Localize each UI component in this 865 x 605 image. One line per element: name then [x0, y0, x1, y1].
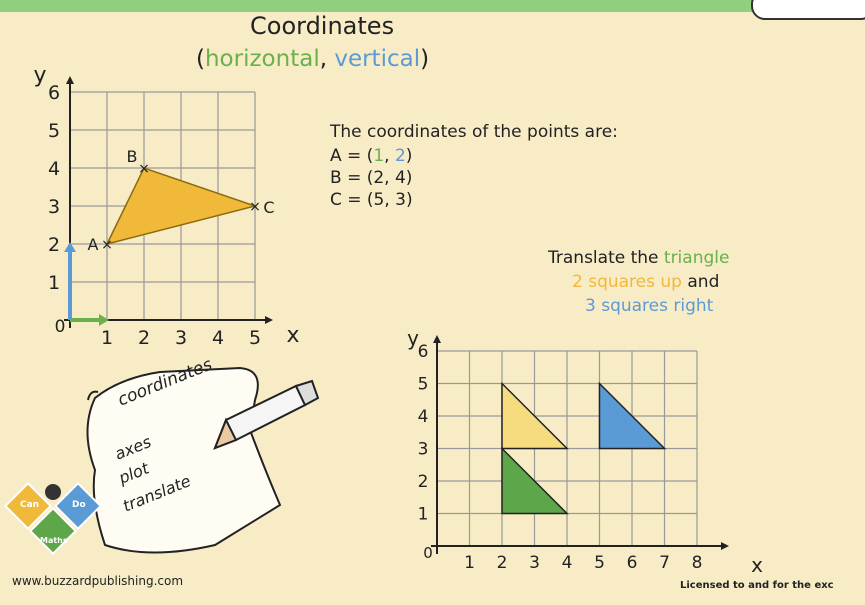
logo-word-do: Do [72, 500, 86, 510]
y-tick-label: 1 [48, 272, 60, 294]
y-tick-label: 2 [48, 234, 60, 256]
origin-label: 0 [423, 544, 433, 562]
footer-license: Licensed to and for the exc [680, 580, 834, 591]
y-tick-label: 3 [48, 196, 60, 218]
x-axis-label: x [286, 323, 299, 348]
translate-line-1: Translate the triangle [548, 248, 730, 268]
point-label-c: C [263, 198, 274, 217]
point-label-a: A [88, 235, 99, 254]
corner-tab [751, 0, 865, 20]
coord-a: A = (1, 2) [330, 146, 413, 166]
page-title: Coordinates [250, 12, 395, 40]
x-tick-label: 2 [138, 327, 150, 349]
y-tick-label: 4 [418, 407, 429, 427]
x-tick-label: 8 [692, 553, 703, 573]
coord-b: B = (2, 4) [330, 168, 413, 188]
vertical-step-arrowhead [64, 242, 76, 252]
top-band [0, 0, 865, 12]
y-tick-label: 5 [48, 120, 60, 142]
y-tick-label: 1 [418, 505, 429, 525]
translate-line-3: 3 squares right [585, 296, 714, 316]
x-tick-label: 1 [101, 327, 113, 349]
original-triangle [501, 446, 569, 515]
y-tick-label: 5 [418, 375, 429, 395]
x-tick-label: 6 [627, 553, 638, 573]
horizontal-step-arrowhead [99, 314, 109, 326]
notepad-sheet [86, 366, 282, 554]
y-tick-label: 3 [418, 440, 429, 460]
footer-website: www.buzzardpublishing.com [12, 574, 184, 588]
y-tick-label: 6 [418, 342, 429, 362]
x-tick-label: 3 [529, 553, 540, 573]
logo-icon [3, 481, 103, 556]
y-tick-label: 4 [48, 158, 60, 180]
x-tick-label: 3 [175, 327, 187, 349]
vertical-word: vertical [334, 46, 421, 72]
point-marker-b: × [138, 161, 150, 177]
y-axis-arrow [433, 335, 441, 343]
y-axis-label: y [33, 63, 46, 88]
coord-c: C = (5, 3) [330, 190, 413, 210]
origin-label: 0 [55, 317, 66, 337]
y-tick-label: 2 [418, 472, 429, 492]
x-tick-label: 5 [594, 553, 605, 573]
x-tick-label: 4 [562, 553, 573, 573]
x-tick-label: 7 [659, 553, 670, 573]
x-tick-label: 2 [497, 553, 508, 573]
logo-word-can: Can [20, 500, 40, 510]
page-subtitle: (horizontal, vertical) [196, 46, 430, 72]
point-marker-c: × [249, 199, 261, 215]
translated-up-triangle [501, 381, 569, 450]
x-axis-arrow [265, 316, 273, 324]
triangle-abc [105, 167, 258, 246]
x-tick-label: 5 [249, 327, 261, 349]
x-tick-label: 4 [212, 327, 224, 349]
coords-heading: The coordinates of the points are: [330, 122, 618, 142]
point-marker-a: × [101, 237, 113, 253]
x-axis-arrow [721, 542, 729, 550]
x-axis-label: x [751, 553, 763, 577]
y-axis-label: y [407, 326, 419, 350]
horizontal-word: horizontal [204, 46, 320, 72]
translate-line-2: 2 squares up and [572, 272, 720, 292]
logo-word-maths: Maths [40, 536, 68, 545]
x-tick-label: 1 [464, 553, 475, 573]
pencil-icon [213, 379, 320, 450]
point-label-b: B [127, 147, 138, 166]
y-axis-arrow [66, 76, 74, 84]
y-tick-label: 6 [48, 82, 60, 104]
translated-right-triangle [598, 381, 667, 450]
